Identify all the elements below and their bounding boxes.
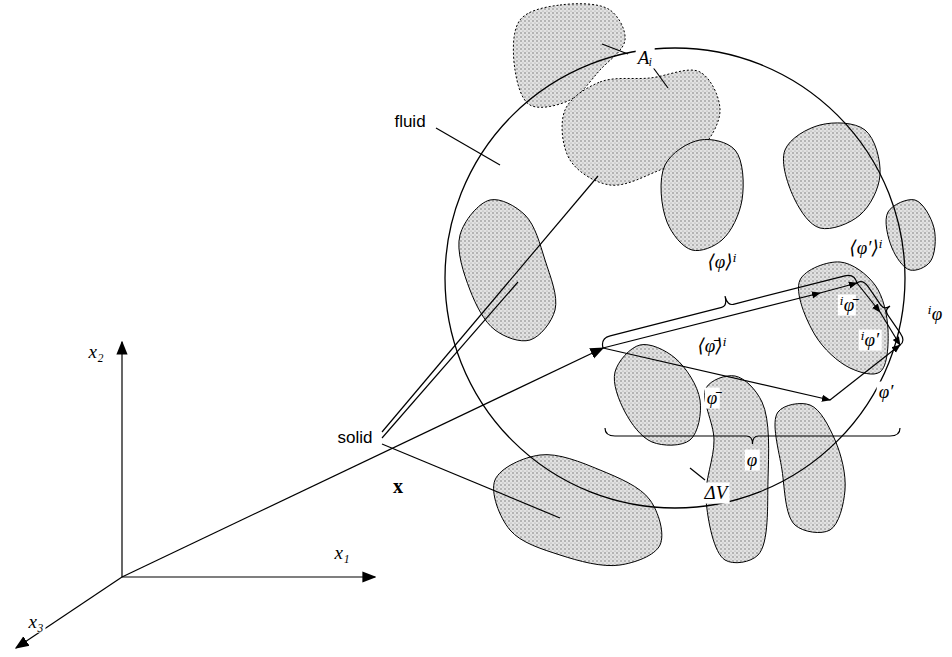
axis-x2 — [121, 342, 122, 577]
solid-particle — [614, 345, 700, 446]
solid-particle — [798, 262, 888, 374]
symbol-label: ⁱφ′ — [859, 330, 882, 351]
brace — [605, 428, 900, 444]
leader-line — [382, 176, 598, 432]
axis-label: x₁ — [332, 543, 351, 564]
symbol-label: ⟨φ′⟩ⁱ — [847, 238, 884, 259]
solid-particle — [661, 139, 743, 250]
vector-label: x — [391, 475, 405, 497]
axis-label: x₃ — [26, 612, 45, 633]
leader-line — [690, 468, 705, 480]
leader-line — [436, 128, 500, 165]
solid-particle — [705, 376, 769, 563]
symbol-label: ⟨φ⟩ⁱ — [705, 252, 738, 273]
symbol-label: ⁱφ — [926, 304, 944, 325]
solid-particle — [459, 200, 556, 341]
leader-line — [602, 44, 628, 54]
symbol-label: φ′ — [877, 382, 896, 403]
symbol-label: ⁱφ̄ — [838, 295, 856, 316]
axis-label: x₂ — [86, 342, 105, 363]
symbol-label: φ — [745, 450, 760, 471]
averaging-volume — [445, 48, 905, 508]
solid-particle — [494, 455, 662, 566]
position-vector — [122, 348, 603, 577]
leader-line — [652, 66, 668, 88]
leader-line — [382, 282, 518, 438]
axis-x1 — [122, 576, 375, 577]
solid-particle — [783, 123, 880, 229]
vector-arrow — [820, 283, 857, 293]
phase-label: solid — [336, 429, 375, 448]
volume-label: ΔV — [703, 483, 730, 504]
phase-label: fluid — [392, 113, 427, 132]
brace — [602, 275, 857, 348]
solid-particle — [886, 200, 935, 271]
symbol-label: ⟨φ̄⟩ⁱ — [695, 336, 728, 357]
axis-x3 — [16, 577, 122, 648]
symbol-label: φ̄ — [705, 388, 720, 409]
interface-label: Aᵢ — [636, 48, 655, 69]
leader-line — [382, 444, 560, 518]
solid-particle — [775, 404, 845, 533]
